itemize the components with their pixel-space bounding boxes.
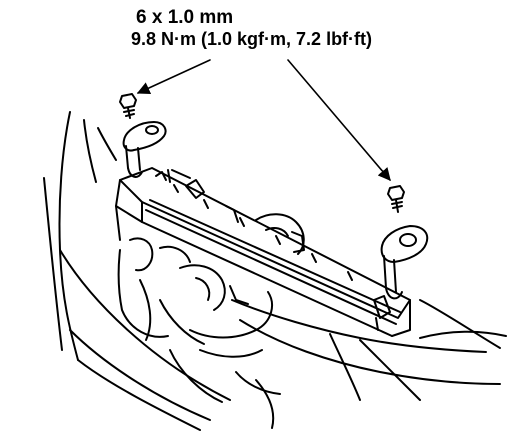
engine-components bbox=[117, 237, 281, 429]
mounting-bracket-icon bbox=[122, 121, 167, 152]
bracket-left bbox=[122, 121, 167, 178]
torque-specification: 6 x 1.0 mm 9.8 N·m (1.0 kgf·m, 7.2 lbf·f… bbox=[131, 7, 372, 50]
bolt-icon bbox=[387, 185, 405, 201]
bolt-size-label: 6 x 1.0 mm bbox=[136, 7, 234, 28]
bolt-right bbox=[387, 185, 405, 213]
front-body-panel bbox=[231, 299, 507, 401]
bolt-icon bbox=[119, 93, 137, 109]
bolt-left bbox=[119, 93, 137, 119]
mounting-bracket-icon bbox=[380, 225, 429, 263]
coolant-hose bbox=[155, 171, 305, 255]
leader-line-right bbox=[287, 59, 391, 181]
leader-lines bbox=[136, 59, 391, 181]
leader-line-left bbox=[136, 59, 211, 95]
left-fender-outline bbox=[43, 111, 231, 431]
radiator-support-beam bbox=[115, 167, 411, 337]
bracket-right bbox=[373, 225, 429, 331]
torque-value-label: 9.8 N·m (1.0 kgf·m, 7.2 lbf·ft) bbox=[131, 29, 373, 49]
